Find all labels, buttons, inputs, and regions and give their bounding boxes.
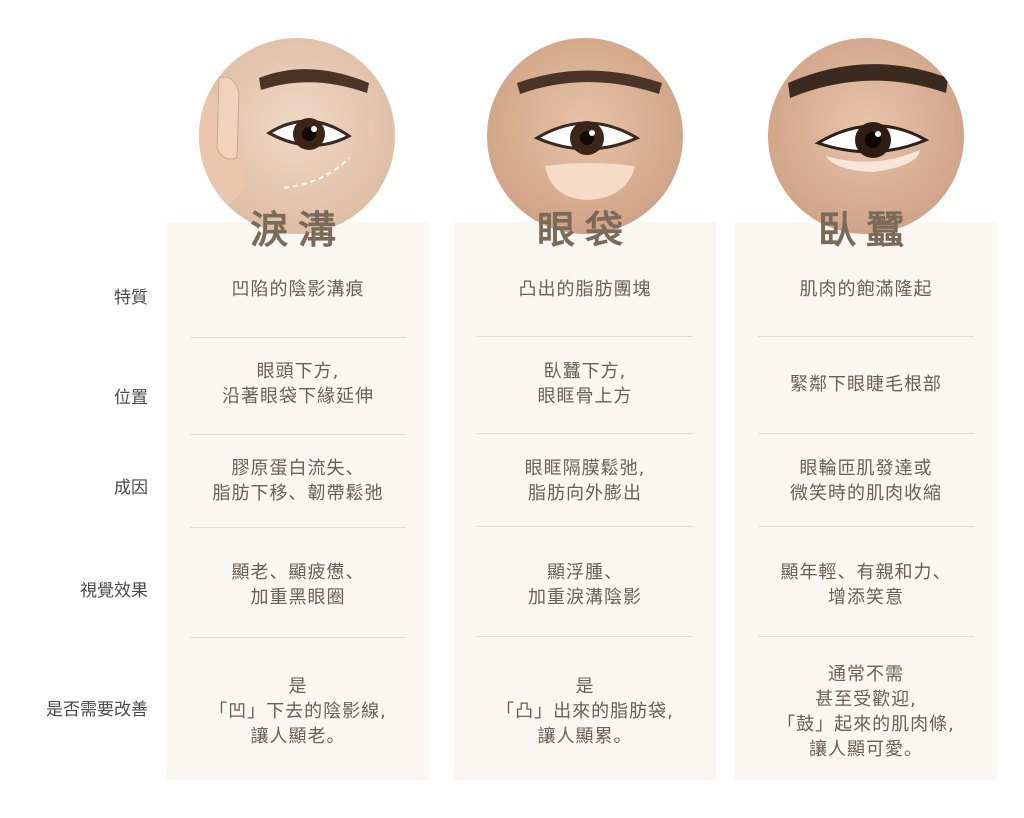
row-label-cause: 成因	[114, 478, 148, 498]
column-title-eye-bag: 眼袋	[536, 207, 633, 252]
cell-aegyo-sal-improve: 通常不需 甚至受歡迎, 「鼓」起來的肌肉條, 讓人顯可愛。	[777, 664, 955, 760]
row-divider	[758, 526, 974, 527]
row-label-visual-effect: 視覺效果	[80, 581, 148, 601]
cell-eye-bag-visual: 顯浮腫、 加重淚溝陰影	[528, 562, 642, 608]
row-divider	[477, 433, 693, 434]
cell-aegyo-sal-visual: 顯年輕、有親和力、 增添笑意	[780, 562, 952, 608]
row-divider	[758, 336, 974, 337]
cell-eye-bag-cause: 眼眶隔膜鬆弛, 脂肪向外膨出	[524, 458, 646, 504]
cell-eye-bag-improve: 是 「凸」出來的脂肪袋, 讓人顯累。	[496, 676, 674, 747]
tear-trough-eye-photo	[199, 38, 395, 234]
row-divider	[758, 636, 974, 637]
column-card-tear-trough	[167, 222, 429, 780]
cell-tear-trough-cause: 膠原蛋白流失、 脂肪下移、韌帶鬆弛	[212, 458, 384, 504]
row-label-needs-improvement: 是否需要改善	[46, 700, 148, 720]
column-title-tear-trough: 淚溝	[249, 207, 346, 252]
eye-bag-eye-photo	[487, 38, 683, 234]
aegyo-sal-eye-photo	[768, 38, 964, 234]
cell-tear-trough-location: 眼頭下方, 沿著眼袋下緣延伸	[222, 361, 374, 407]
cell-eye-bag-characteristic: 凸出的脂肪團塊	[518, 279, 652, 300]
row-label-location: 位置	[114, 388, 148, 408]
cell-eye-bag-location: 臥蠶下方, 眼眶骨上方	[537, 361, 633, 407]
row-divider	[477, 336, 693, 337]
cell-tear-trough-characteristic: 凹陷的陰影溝痕	[231, 279, 365, 300]
row-divider	[190, 527, 406, 528]
cell-aegyo-sal-location: 緊鄰下眼睫毛根部	[790, 374, 942, 395]
column-title-aegyo-sal: 臥蠶	[817, 207, 914, 252]
cell-tear-trough-improve: 是 「凹」下去的陰影線, 讓人顯老。	[209, 676, 387, 747]
row-divider	[190, 637, 406, 638]
row-divider	[190, 434, 406, 435]
row-divider	[477, 526, 693, 527]
cell-tear-trough-visual: 顯老、顯疲憊、 加重黑眼圈	[231, 562, 365, 608]
row-divider	[477, 636, 693, 637]
row-divider	[190, 337, 406, 338]
column-card-eye-bag	[454, 222, 716, 780]
column-card-aegyo-sal	[735, 222, 997, 780]
row-label-characteristic: 特質	[114, 288, 148, 308]
cell-aegyo-sal-characteristic: 肌肉的飽滿隆起	[799, 279, 933, 300]
cell-aegyo-sal-cause: 眼輪匝肌發達或 微笑時的肌肉收縮	[790, 458, 942, 504]
row-divider	[758, 433, 974, 434]
